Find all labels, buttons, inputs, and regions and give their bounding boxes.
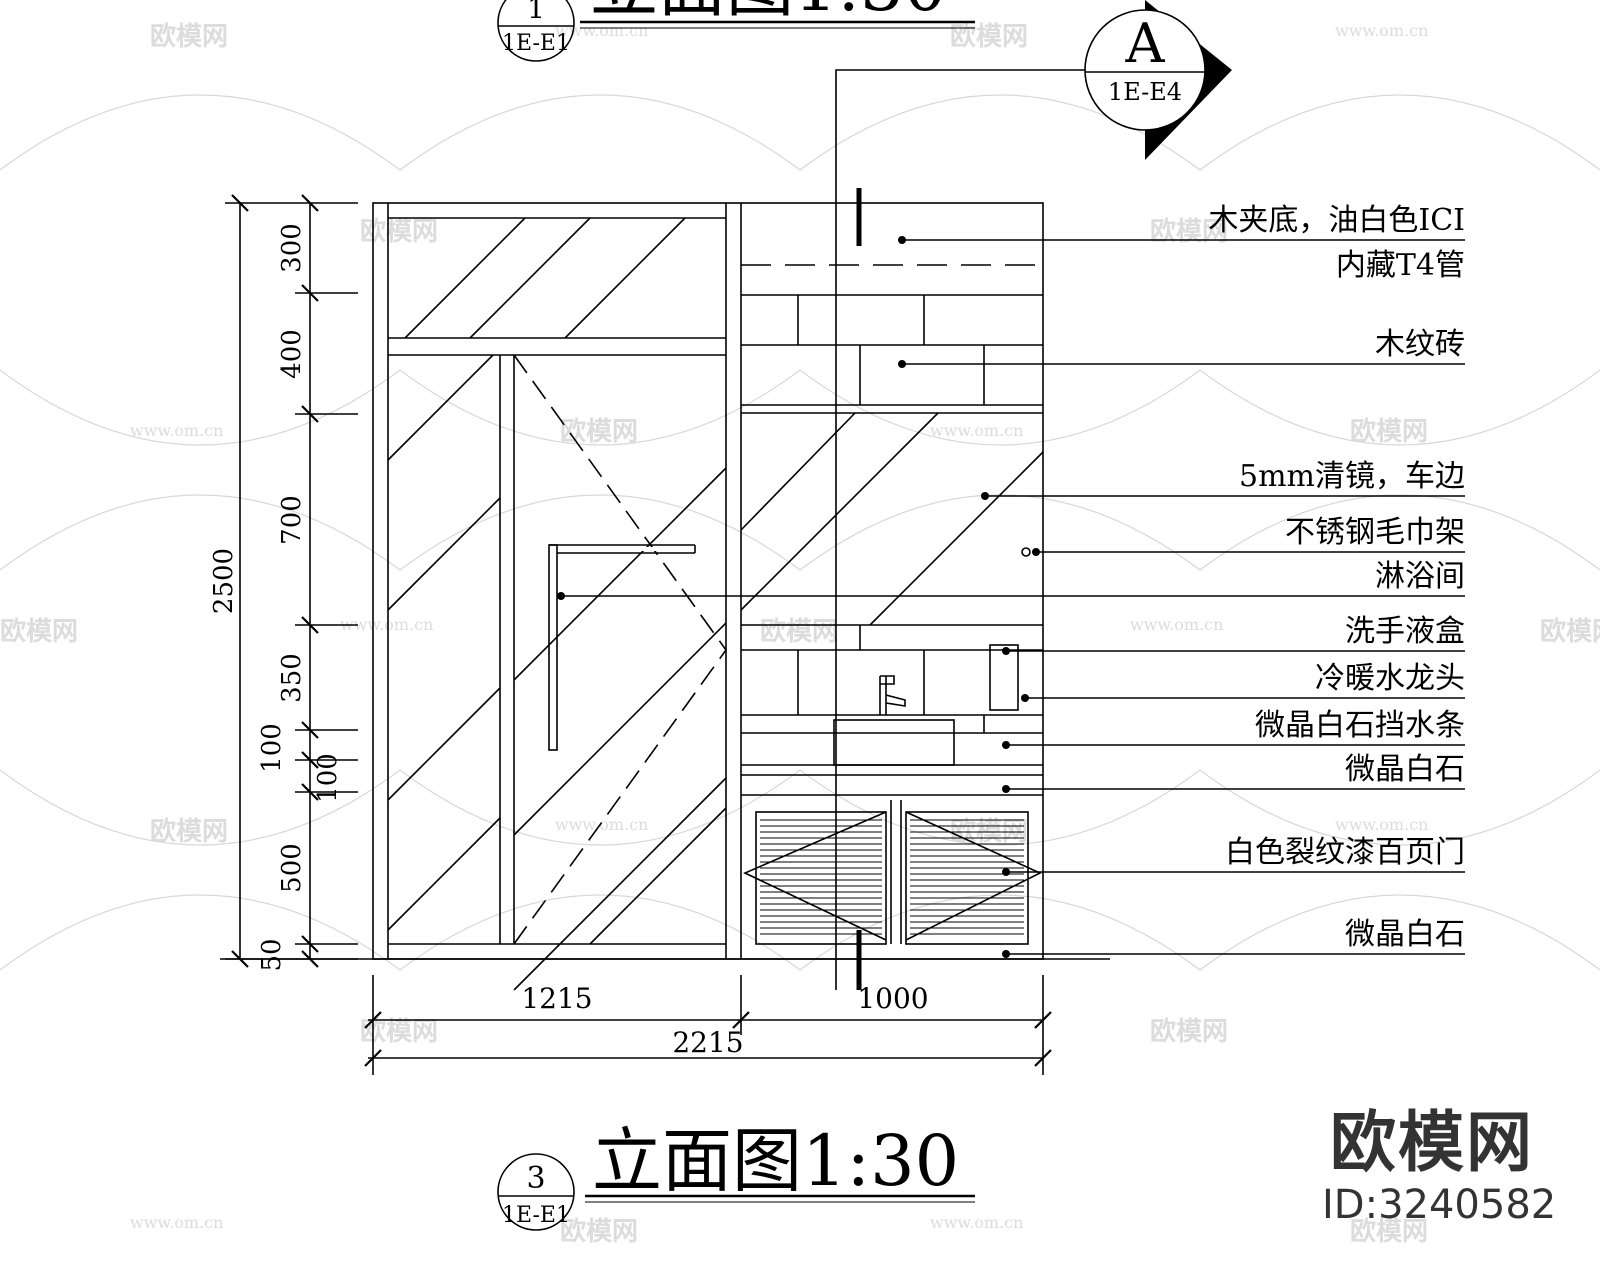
section-marker: A 1E-E4 xyxy=(1084,0,1232,160)
watermark-brand: 欧模网 ID:3240582 xyxy=(1322,1104,1557,1229)
watermark-url: www.om.cn xyxy=(130,421,223,440)
section-cut-line xyxy=(835,69,1085,990)
callout-label: 不锈钢毛巾架 xyxy=(1285,515,1465,550)
watermark-url: www.om.cn xyxy=(930,421,1023,440)
dim-total-height: 2500 xyxy=(209,548,239,614)
callout-label: 内藏T4管 xyxy=(1336,248,1465,283)
callout-label: 淋浴间 xyxy=(1375,559,1465,594)
top-title-block: 1 1E-E1 立面图1:30 xyxy=(497,0,975,62)
dim-segment: 500 xyxy=(277,843,307,893)
dim-segment: 350 xyxy=(277,653,307,703)
louvre-door-right xyxy=(905,811,1029,945)
dim-segment: 50 xyxy=(257,938,287,971)
watermark-url: www.om.cn xyxy=(930,1213,1023,1232)
callout-label: 白色裂纹漆百页门 xyxy=(1225,835,1465,870)
door-handle xyxy=(548,544,558,751)
callout-label: 微晶白石 xyxy=(1345,752,1465,787)
soap-box xyxy=(989,644,1019,711)
watermark-brand-name: 欧模网 xyxy=(1330,1104,1534,1181)
faucet xyxy=(879,675,906,715)
towel-rail xyxy=(1021,547,1031,557)
vertical-dimensions xyxy=(225,194,358,968)
dim-segment: 100 xyxy=(257,723,287,773)
top-detail-bubble xyxy=(497,0,575,62)
section-letter: A xyxy=(1125,12,1166,75)
callout-dots xyxy=(557,236,1040,958)
watermark-tile: 欧模网 xyxy=(1350,416,1428,447)
callout-label: 微晶白石挡水条 xyxy=(1255,708,1465,743)
watermark-tiles xyxy=(0,94,1600,971)
watermark-url: www.om.cn xyxy=(1335,815,1428,834)
watermark-tile: 欧模网 xyxy=(760,616,838,647)
watermark-id: ID:3240582 xyxy=(1322,1182,1557,1228)
horizontal-dimensions xyxy=(364,975,1052,1075)
watermark-tile: 欧模网 xyxy=(360,216,438,247)
bottom-detail-bubble xyxy=(497,1153,575,1231)
callout-label: 洗手液盒 xyxy=(1345,614,1465,649)
bottom-title: 立面图1:30 xyxy=(592,1120,959,1202)
dim-segment: 100 xyxy=(313,753,343,803)
watermark-tile: 欧模网 xyxy=(950,21,1028,52)
watermark-tile: 欧模网 xyxy=(0,616,78,647)
watermark-tile: 欧模网 xyxy=(560,1216,638,1247)
dim-segment: 700 xyxy=(277,495,307,545)
watermark-tile: 欧模网 xyxy=(1150,216,1228,247)
top-bubble-number: 1 xyxy=(527,0,545,25)
bottom-bubble-number: 3 xyxy=(526,1161,545,1196)
louvre-slats xyxy=(760,819,1024,935)
dim-width-right: 1000 xyxy=(857,982,928,1015)
shower-enclosure xyxy=(387,203,742,991)
callout-label: 微晶白石 xyxy=(1345,917,1465,952)
watermark-url: www.om.cn xyxy=(130,1213,223,1232)
callout-label: 冷暖水龙头 xyxy=(1315,661,1465,696)
watermark-url: www.om.cn xyxy=(340,615,433,634)
vanity-wall xyxy=(740,264,1044,945)
wash-basin xyxy=(833,719,955,766)
watermark-url: www.om.cn xyxy=(1130,615,1223,634)
bottom-bubble-ref: 1E-E1 xyxy=(502,1203,570,1228)
watermark-tile: 欧模网 xyxy=(150,21,228,52)
top-bubble-ref: 1E-E1 xyxy=(502,31,570,56)
watermark-url: www.om.cn xyxy=(555,815,648,834)
watermark-tile: 欧模网 xyxy=(560,416,638,447)
callout-label: 木夹底，油白色ICI xyxy=(1208,203,1465,238)
watermark-tile: 欧模网 xyxy=(150,816,228,847)
callout-label: 5mm清镜，车边 xyxy=(1239,459,1465,494)
watermark-tile: 欧模网 xyxy=(1150,1016,1228,1047)
dim-width-total: 2215 xyxy=(672,1026,743,1059)
watermark-tile: 欧模网 xyxy=(1540,616,1600,647)
callout-label: 木纹砖 xyxy=(1375,327,1465,362)
dim-segment: 300 xyxy=(277,223,307,273)
watermark-tile: 欧模网 xyxy=(1350,1216,1428,1247)
callout-leaders xyxy=(561,239,1465,955)
bottom-title-block: 3 1E-E1 立面图1:30 xyxy=(497,1120,975,1231)
watermark-url: www.om.cn xyxy=(1335,21,1428,40)
section-ref: 1E-E4 xyxy=(1108,78,1182,106)
watermark-url: www.om.cn xyxy=(555,21,648,40)
dim-width-left: 1215 xyxy=(521,982,592,1015)
dim-segment: 400 xyxy=(277,329,307,379)
